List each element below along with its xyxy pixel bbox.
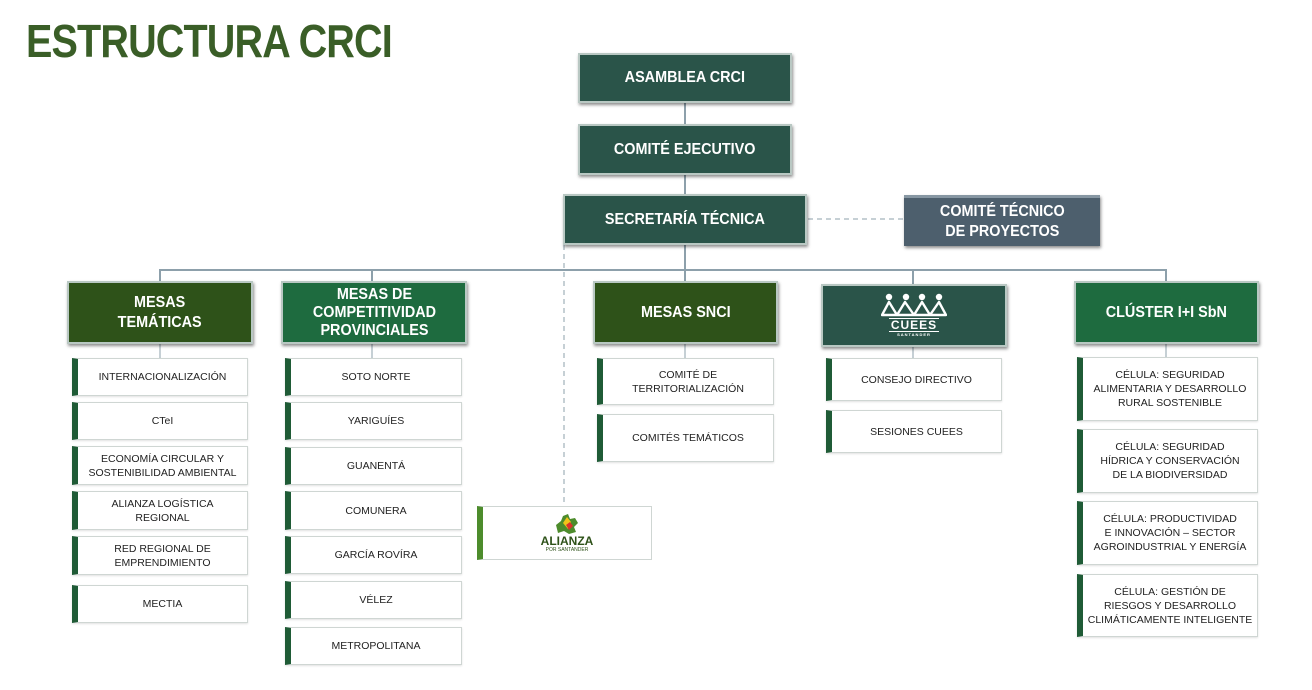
cuees-people-icon <box>881 293 947 317</box>
alianza-logo-sub: POR SANTANDER <box>545 547 589 553</box>
list-item: INTERNACIONALIZACIÓN <box>72 358 248 396</box>
list-item: CÉLULA: SEGURIDAD ALIMENTARIA Y DESARROL… <box>1077 357 1258 421</box>
list-item: YARIGUÍES <box>285 402 462 440</box>
mesas-tematicas-header: MESAS TEMÁTICAS <box>67 281 253 344</box>
mesas-provinciales-label: MESAS DE COMPETITIVIDAD PROVINCIALES <box>312 285 436 339</box>
cluster-header: CLÚSTER I+I SbN <box>1074 281 1259 344</box>
alianza-logo: ALIANZA POR SANTANDER <box>540 513 594 553</box>
cuees-logo-text: CUEES <box>888 318 940 332</box>
secretaria-tecnica-box: SECRETARÍA TÉCNICA <box>563 194 807 245</box>
asamblea-label: ASAMBLEA CRCI <box>624 69 746 86</box>
list-item: SESIONES CUEES <box>826 410 1002 453</box>
comite-tecnico-box: COMITÉ TÉCNICO DE PROYECTOS <box>904 195 1100 246</box>
santander-map-icon <box>555 514 578 534</box>
cuees-header: CUEES SANTANDER <box>821 284 1007 347</box>
list-item: ECONOMÍA CIRCULAR Y SOSTENIBILIDAD AMBIE… <box>72 446 248 485</box>
cluster-label: CLÚSTER I+I SbN <box>1105 303 1228 321</box>
comite-tecnico-label: COMITÉ TÉCNICO DE PROYECTOS <box>939 203 1065 240</box>
list-item: COMITÉ DE TERRITORIALIZACIÓN <box>597 358 774 405</box>
list-item: SOTO NORTE <box>285 358 462 396</box>
mesas-snci-header: MESAS SNCI <box>593 281 778 344</box>
list-item: MECTIA <box>72 585 248 623</box>
page-title: ESTRUCTURA CRCI <box>26 15 393 67</box>
mesas-snci-label: MESAS SNCI <box>640 303 731 321</box>
mesas-provinciales-header: MESAS DE COMPETITIVIDAD PROVINCIALES <box>281 281 467 344</box>
alianza-logo-text: ALIANZA <box>540 534 594 548</box>
comite-ejecutivo-label: COMITÉ EJECUTIVO <box>614 140 756 158</box>
list-item: CÉLULA: GESTIÓN DE RIESGOS Y DESARROLLO … <box>1077 574 1258 637</box>
comite-ejecutivo-box: COMITÉ EJECUTIVO <box>578 124 792 175</box>
list-item: VÉLEZ <box>285 581 462 619</box>
list-item: METROPOLITANA <box>285 627 462 665</box>
list-item: COMITÉS TEMÁTICOS <box>597 414 774 462</box>
list-item: GARCÍA ROVÍRA <box>285 536 462 574</box>
alianza-box: ALIANZA POR SANTANDER <box>477 506 652 560</box>
list-item: COMUNERA <box>285 491 462 530</box>
list-item: ALIANZA LOGÍSTICA REGIONAL <box>72 491 248 530</box>
asamblea-box: ASAMBLEA CRCI <box>578 53 792 103</box>
list-item: GUANENTÁ <box>285 447 462 485</box>
list-item: CTeI <box>72 402 248 440</box>
list-item: CÉLULA: PRODUCTIVIDAD E INNOVACIÓN – SEC… <box>1077 501 1258 565</box>
secretaria-tecnica-label: SECRETARÍA TÉCNICA <box>604 210 766 228</box>
cuees-logo: CUEES SANTANDER <box>881 293 947 338</box>
list-item: CONSEJO DIRECTIVO <box>826 358 1002 401</box>
list-item: RED REGIONAL DE EMPRENDIMIENTO <box>72 536 248 575</box>
mesas-tematicas-label: MESAS TEMÁTICAS <box>117 293 202 331</box>
cuees-logo-sub: SANTANDER <box>897 332 931 337</box>
list-item: CÉLULA: SEGURIDAD HÍDRICA Y CONSERVACIÓN… <box>1077 429 1258 493</box>
